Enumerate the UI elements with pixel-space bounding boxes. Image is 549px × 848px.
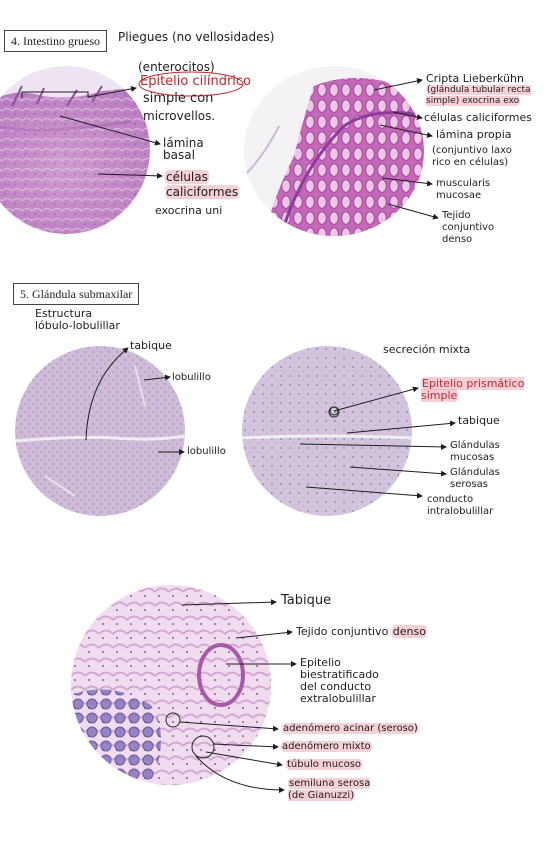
- micrograph-submaxilar-1: [15, 346, 185, 516]
- label-tejido-conjuntivo-5-text: Tejido conjuntivo: [296, 625, 389, 638]
- heading-secrecion-mixta: secreción mixta: [383, 343, 471, 356]
- label-conjuntivo-laxo: (conjuntivo laxo rico en células): [432, 145, 512, 168]
- label-caliciformes-1: caliciformes: [165, 185, 240, 199]
- label-microvellos: microvellos.: [143, 109, 216, 123]
- label-adenomero-acinar: adenómero acinar (seroso): [282, 723, 419, 735]
- label-caliciformes-1-text: caliciformes: [165, 185, 240, 199]
- label-enterocitos: (enterocitos): [138, 60, 215, 74]
- label-denso-5: denso: [391, 625, 427, 638]
- label-epitelio-prismatico: Epitelio prismático simple: [421, 377, 525, 402]
- micrograph-intestine-2: [244, 66, 424, 236]
- label-glandula-tubular-text: (glándula tubular recta simple) exocrina…: [426, 85, 531, 106]
- label-adenomero-mixto: adenómero mixto: [281, 741, 372, 753]
- label-epitelio-cilindrico: Epitelio cilíndrico: [140, 74, 252, 89]
- label-lobulillo-a: lobulillo: [172, 372, 211, 383]
- label-celulas-caliciformes-2: células caliciformes: [424, 111, 533, 124]
- micrograph-intestine-1: [0, 66, 150, 234]
- label-adenomero-mixto-text: adenómero mixto: [281, 741, 372, 752]
- label-lobulillo-b: lobulillo: [187, 446, 226, 457]
- heading-estructura: Estructura lóbulo-lobulillar: [35, 307, 120, 332]
- label-celulas: células: [165, 170, 209, 184]
- label-semiluna-serosa: semiluna serosa (de Gianuzzi): [288, 778, 371, 802]
- label-epitelio-prismatico-text: Epitelio prismático simple: [421, 377, 525, 402]
- label-lamina-basal: lámina basal: [163, 136, 204, 162]
- label-adenomero-acinar-text: adenómero acinar (seroso): [282, 723, 419, 734]
- section-4-label: 4. Intestino grueso: [4, 30, 107, 52]
- label-glandulas-mucosas: Glándulas mucosas: [450, 440, 500, 463]
- section-4-subtitle: Pliegues (no vellosidades): [118, 30, 275, 44]
- micrograph-submaxilar-2: [242, 346, 412, 516]
- label-semiluna-serosa-text: semiluna serosa (de Gianuzzi): [288, 778, 371, 801]
- label-celulas-text: células: [165, 170, 209, 184]
- label-glandula-tubular: (glándula tubular recta simple) exocrina…: [426, 85, 531, 107]
- label-cripta: Cripta Lieberkühn: [426, 72, 524, 85]
- label-lamina-propia: lámina propia: [436, 128, 512, 141]
- label-tabique-3: tabique: [130, 339, 172, 352]
- label-epitelio-biestratificado: Epitelio biestratificado del conducto ex…: [300, 656, 379, 705]
- label-tabique-4: tabique: [458, 414, 500, 427]
- label-exocrina-uni: exocrina uni: [155, 204, 223, 217]
- label-conducto-intralobulillar: conducto intralobulillar: [427, 494, 494, 517]
- label-muscularis: muscularis mucosae: [436, 178, 491, 201]
- label-tejido-denso-2: Tejido conjuntivo denso: [442, 210, 495, 245]
- label-glandulas-serosas: Glándulas serosas: [450, 467, 500, 490]
- label-tubulo-mucoso-text: túbulo mucoso: [286, 759, 363, 770]
- micrograph-submaxilar-3: [71, 585, 271, 785]
- label-tabique-5: Tabique: [281, 593, 332, 608]
- label-tejido-conjuntivo-5: Tejido conjuntivo denso: [296, 625, 427, 638]
- label-tubulo-mucoso: túbulo mucoso: [286, 759, 363, 771]
- section-5-label: 5. Glándula submaxilar: [13, 283, 140, 305]
- label-simple-con: simple con: [143, 91, 214, 106]
